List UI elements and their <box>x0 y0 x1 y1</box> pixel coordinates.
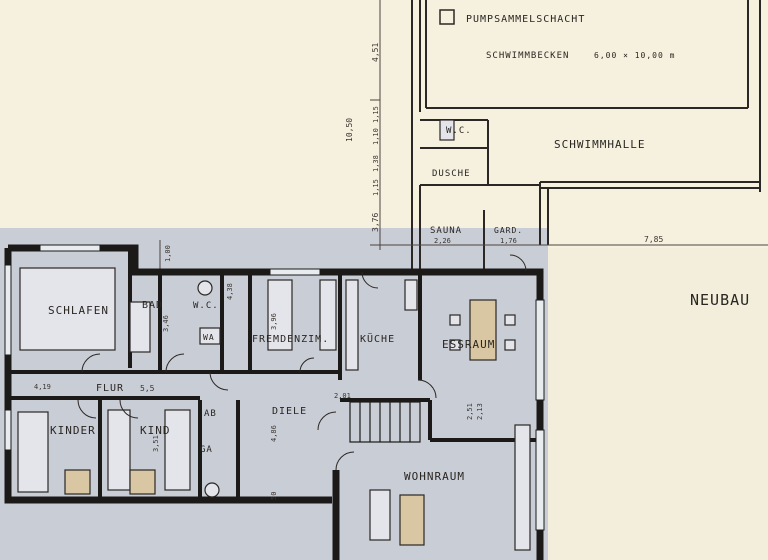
label-schwimmbecken: SCHWIMMBECKEN <box>486 51 569 61</box>
dim-213: 2,13 <box>476 403 484 420</box>
label-wohnraum: WOHNRAUM <box>404 470 465 483</box>
dim-419: 4,19 <box>34 383 51 391</box>
label-kinder: KINDER <box>50 424 96 437</box>
label-essraum: ESSRAUM <box>442 338 495 351</box>
label-ga: GA <box>200 445 213 455</box>
label-schwimmbecken-size: 6,00 × 10,00 m <box>594 51 675 60</box>
dim-100: 1,00 <box>164 245 172 262</box>
dim-486: 4,86 <box>270 425 278 442</box>
dim-176: 1,76 <box>500 237 517 245</box>
label-pumpsammelschacht: PUMPSAMMELSCHACHT <box>466 14 585 25</box>
pool-hall-walls <box>411 0 761 275</box>
dimension-labels: 4,51 10,50 1,15 1,10 1,38 1,15 3,76 7,85… <box>34 43 663 500</box>
dim-1050: 10,50 <box>345 118 354 142</box>
dim-138: 1,38 <box>372 155 380 172</box>
staircase <box>349 401 421 443</box>
room-labels: PUMPSAMMELSCHACHT SCHWIMMBECKEN 6,00 × 1… <box>48 14 750 483</box>
dim-115b: 1,15 <box>372 179 380 196</box>
dim-115a: 1,15 <box>372 106 380 123</box>
label-schlafen: SCHLAFEN <box>48 304 109 317</box>
label-kind: KIND <box>140 424 171 437</box>
dim-346: 3,46 <box>162 315 170 332</box>
dim-226: 2,26 <box>434 237 451 245</box>
dim-451: 4,51 <box>371 43 380 62</box>
label-dusche: DUSCHE <box>432 169 471 179</box>
label-schwimmhalle: SCHWIMMHALLE <box>554 138 645 151</box>
label-wc-upper: W.C. <box>446 126 472 136</box>
dim-785: 7,85 <box>644 235 663 244</box>
dim-201: 2,01 <box>334 392 351 400</box>
windows <box>4 244 545 531</box>
label-flur: FLUR <box>96 383 124 394</box>
dim-438: 4,38 <box>226 283 234 300</box>
label-kuche: KÜCHE <box>360 332 395 345</box>
dim-376: 3,76 <box>371 213 380 232</box>
label-wc-lower: W.C. <box>193 301 219 311</box>
dim-5: 5,5 <box>140 384 155 393</box>
label-sauna: SAUNA <box>430 226 462 236</box>
dim-351: 3,51 <box>152 435 160 452</box>
dimension-lines <box>159 0 768 270</box>
dim-110: 1,10 <box>372 128 380 145</box>
door-swings <box>77 254 527 471</box>
dim-251: 2,51 <box>466 403 474 420</box>
label-bad: BAD <box>142 300 163 311</box>
furniture <box>17 119 531 551</box>
label-fremdenzim: FREMDENZIM. <box>252 334 329 345</box>
neubau-area <box>548 248 768 560</box>
label-neubau: NEUBAU <box>690 291 750 309</box>
label-diele: DIELE <box>272 406 307 417</box>
label-ab: AB <box>204 409 217 419</box>
pump-shaft-symbol <box>439 9 455 25</box>
label-wa: WA <box>203 333 215 342</box>
label-gard: GARD. <box>494 226 523 235</box>
dim-396: 3,96 <box>270 313 278 330</box>
dim-50: 50 <box>270 492 278 500</box>
